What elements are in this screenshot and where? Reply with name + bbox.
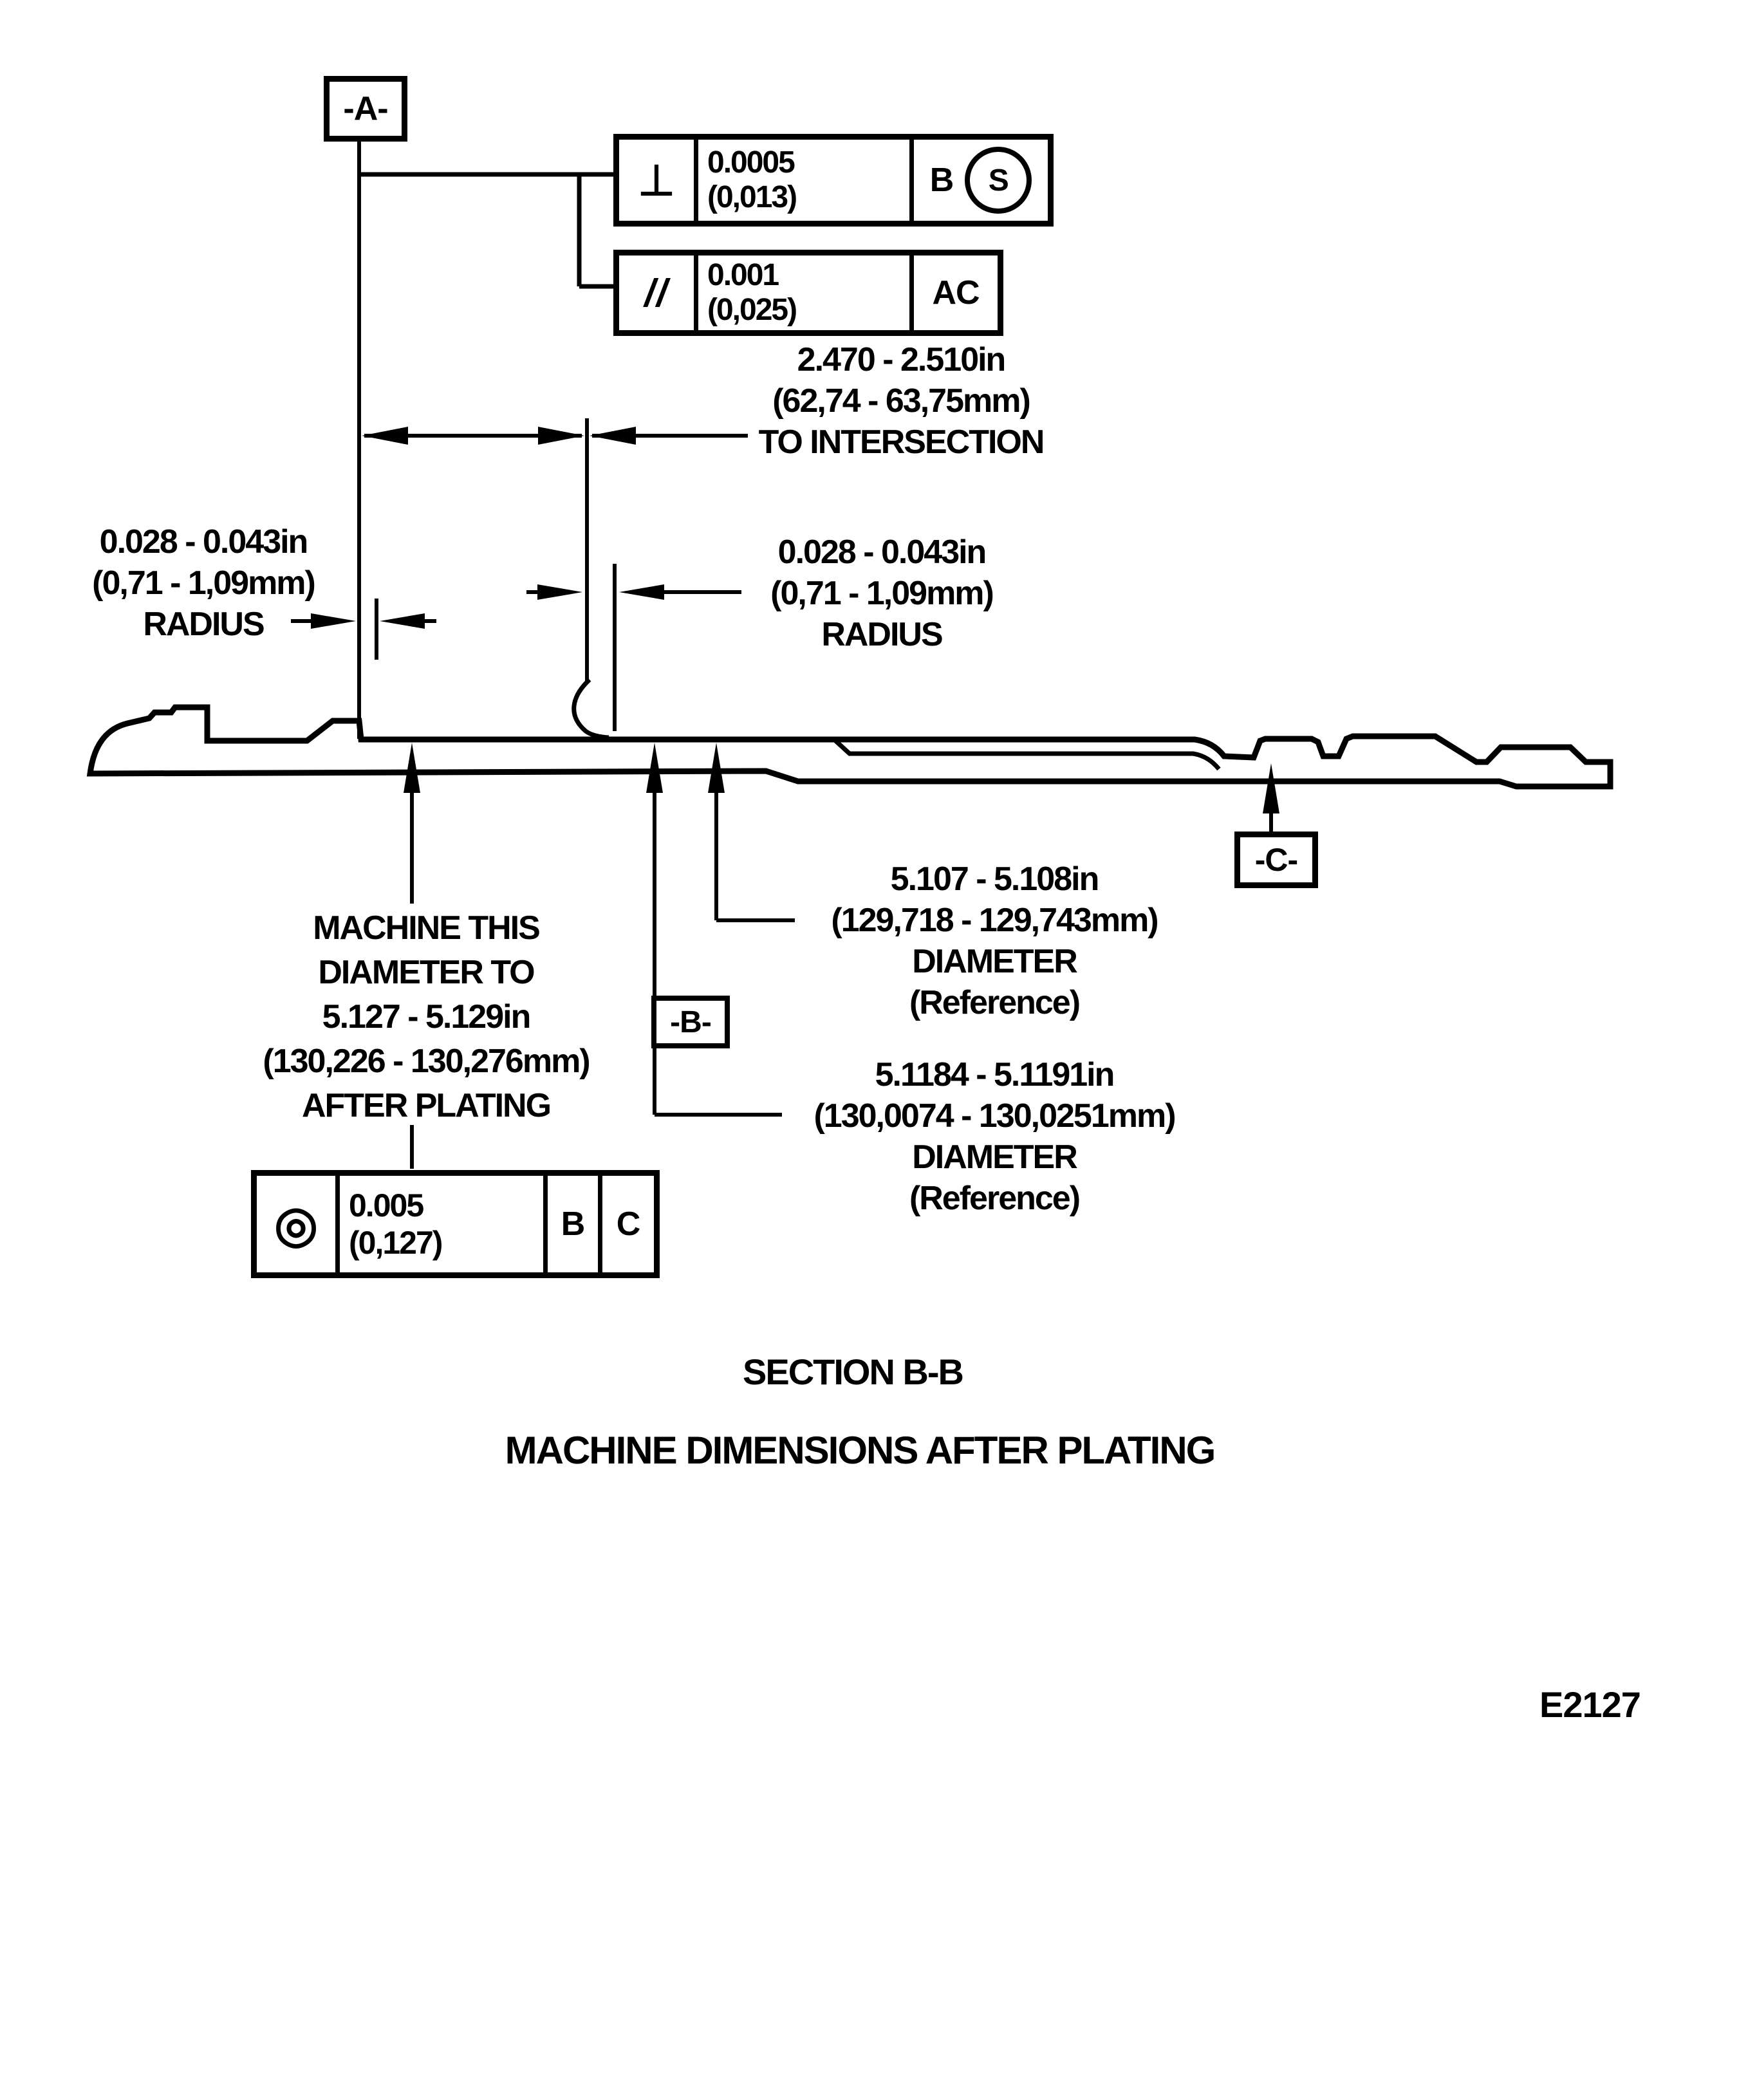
machine-this-arrowhead	[404, 743, 420, 793]
fcf-concentricity: ◎ 0.005 (0,127) B C	[251, 1170, 660, 1278]
tolerance-inches: 0.0005	[707, 145, 795, 180]
datum-c-arrowhead	[1263, 763, 1279, 813]
annotation-line: (0,71 - 1,09mm)	[92, 564, 316, 602]
radius-right-arrow-right	[537, 584, 582, 600]
fcf-parallelism-datum: AC	[909, 256, 998, 330]
fcf-concentricity-tolerance: 0.005 (0,127)	[335, 1176, 543, 1272]
annotation-line: (130,226 - 130,276mm)	[263, 1043, 590, 1080]
drawing-note: MACHINE DIMENSIONS AFTER PLATING	[505, 1429, 1216, 1472]
datum-c-text: -C-	[1254, 842, 1298, 878]
annotation-line: TO INTERSECTION	[758, 423, 1045, 461]
annotation-line: DIAMETER TO	[318, 954, 535, 991]
part-profile-outline	[86, 704, 1613, 790]
annotation-line: (Reference)	[909, 1180, 1081, 1217]
fcf-parallelism: // 0.001 (0,025) AC	[613, 250, 1003, 336]
fcf-perpendicularity-datum: B S	[909, 140, 1048, 221]
annotation-line: 5.107 - 5.108in	[890, 860, 1100, 898]
datum-b-label: -B-	[651, 996, 730, 1048]
tolerance-mm: (0,025)	[707, 293, 797, 327]
annotation-line: AFTER PLATING	[301, 1087, 552, 1124]
ref-upper-leader	[714, 790, 795, 922]
annotation-line: 0.028 - 0.043in	[99, 523, 309, 561]
annotation-line: 2.470 - 2.510in	[797, 341, 1007, 378]
material-modifier-text: S	[988, 163, 1009, 198]
annotation-line: 5.1184 - 5.1191in	[875, 1056, 1115, 1093]
tolerance-inches: 0.001	[707, 258, 779, 292]
annotation-line: DIAMETER	[912, 1138, 1078, 1176]
tolerance-inches: 0.005	[349, 1187, 424, 1223]
ref-upper-arrowhead	[708, 743, 725, 793]
fcf-parallelism-tolerance: 0.001 (0,025)	[694, 256, 909, 330]
perpendicularity-icon: ⊥	[638, 156, 675, 204]
concentricity-icon: ◎	[274, 1195, 319, 1252]
datum-b-leader	[653, 790, 782, 1117]
annotation-line: DIAMETER	[912, 943, 1078, 980]
datum-b-arrowhead	[646, 743, 663, 793]
radius-left-arrow-right	[311, 613, 356, 629]
datum-ref-text: AC	[932, 274, 980, 311]
figure-code: E2127	[1539, 1684, 1641, 1725]
annotation-line: MACHINE THIS	[313, 909, 541, 947]
fcf-concentricity-datum-c: C	[598, 1176, 654, 1272]
datum-ref-text: C	[616, 1205, 641, 1243]
annotation-ref-diameter-upper: 5.107 - 5.108in (129,718 - 129,743mm) DI…	[831, 859, 1158, 1023]
material-modifier-circle: S	[965, 147, 1032, 214]
fillet-radius-arc	[572, 678, 609, 740]
annotation-line: (Reference)	[909, 984, 1081, 1021]
tolerance-mm: (0,013)	[707, 180, 797, 214]
annotation-radius-left: 0.028 - 0.043in (0,71 - 1,09mm) RADIUS	[92, 521, 316, 645]
annotation-line: RADIUS	[821, 616, 943, 653]
leader-arrow-to-intersection	[590, 427, 636, 445]
fcf-leader-lines	[359, 172, 613, 289]
annotation-line: 5.127 - 5.129in	[322, 998, 532, 1036]
datum-ref-text: B	[929, 162, 954, 199]
annotation-line: (62,74 - 63,75mm)	[772, 382, 1031, 420]
annotation-line: (129,718 - 129,743mm)	[831, 902, 1158, 939]
annotation-ref-diameter-lower: 5.1184 - 5.1191in (130,0074 - 130,0251mm…	[813, 1054, 1176, 1219]
annotation-to-intersection: 2.470 - 2.510in (62,74 - 63,75mm) TO INT…	[758, 339, 1045, 463]
fcf-perpendicularity: ⊥ 0.0005 (0,013) B S	[613, 134, 1054, 227]
annotation-line: (130,0074 - 130,0251mm)	[813, 1097, 1176, 1135]
radius-right-arrow-left	[619, 584, 664, 600]
tolerance-mm: (0,127)	[349, 1225, 443, 1261]
dim-arrow-left	[362, 427, 408, 445]
datum-b-text: -B-	[670, 1005, 712, 1039]
annotation-line: RADIUS	[143, 606, 265, 643]
annotation-line: 0.028 - 0.043in	[777, 534, 987, 571]
annotation-machine-this: MACHINE THIS DIAMETER TO 5.127 - 5.129in…	[263, 906, 590, 1128]
annotation-line: (0,71 - 1,09mm)	[770, 575, 994, 612]
datum-c-label: -C-	[1234, 832, 1318, 888]
datum-a-label: -A-	[324, 76, 407, 142]
dim-arrow-right	[538, 427, 584, 445]
annotation-radius-right: 0.028 - 0.043in (0,71 - 1,09mm) RADIUS	[770, 532, 994, 655]
section-title: SECTION B-B	[743, 1352, 964, 1392]
fcf-perpendicularity-tolerance: 0.0005 (0,013)	[694, 140, 909, 221]
fcf-concentricity-datum-b: B	[543, 1176, 598, 1272]
part-web-edge-line	[832, 738, 1221, 771]
radius-left-arrow-left	[380, 613, 425, 629]
datum-a-text: -A-	[343, 90, 388, 127]
parallelism-icon: //	[644, 271, 669, 315]
datum-ref-text: B	[561, 1205, 586, 1243]
